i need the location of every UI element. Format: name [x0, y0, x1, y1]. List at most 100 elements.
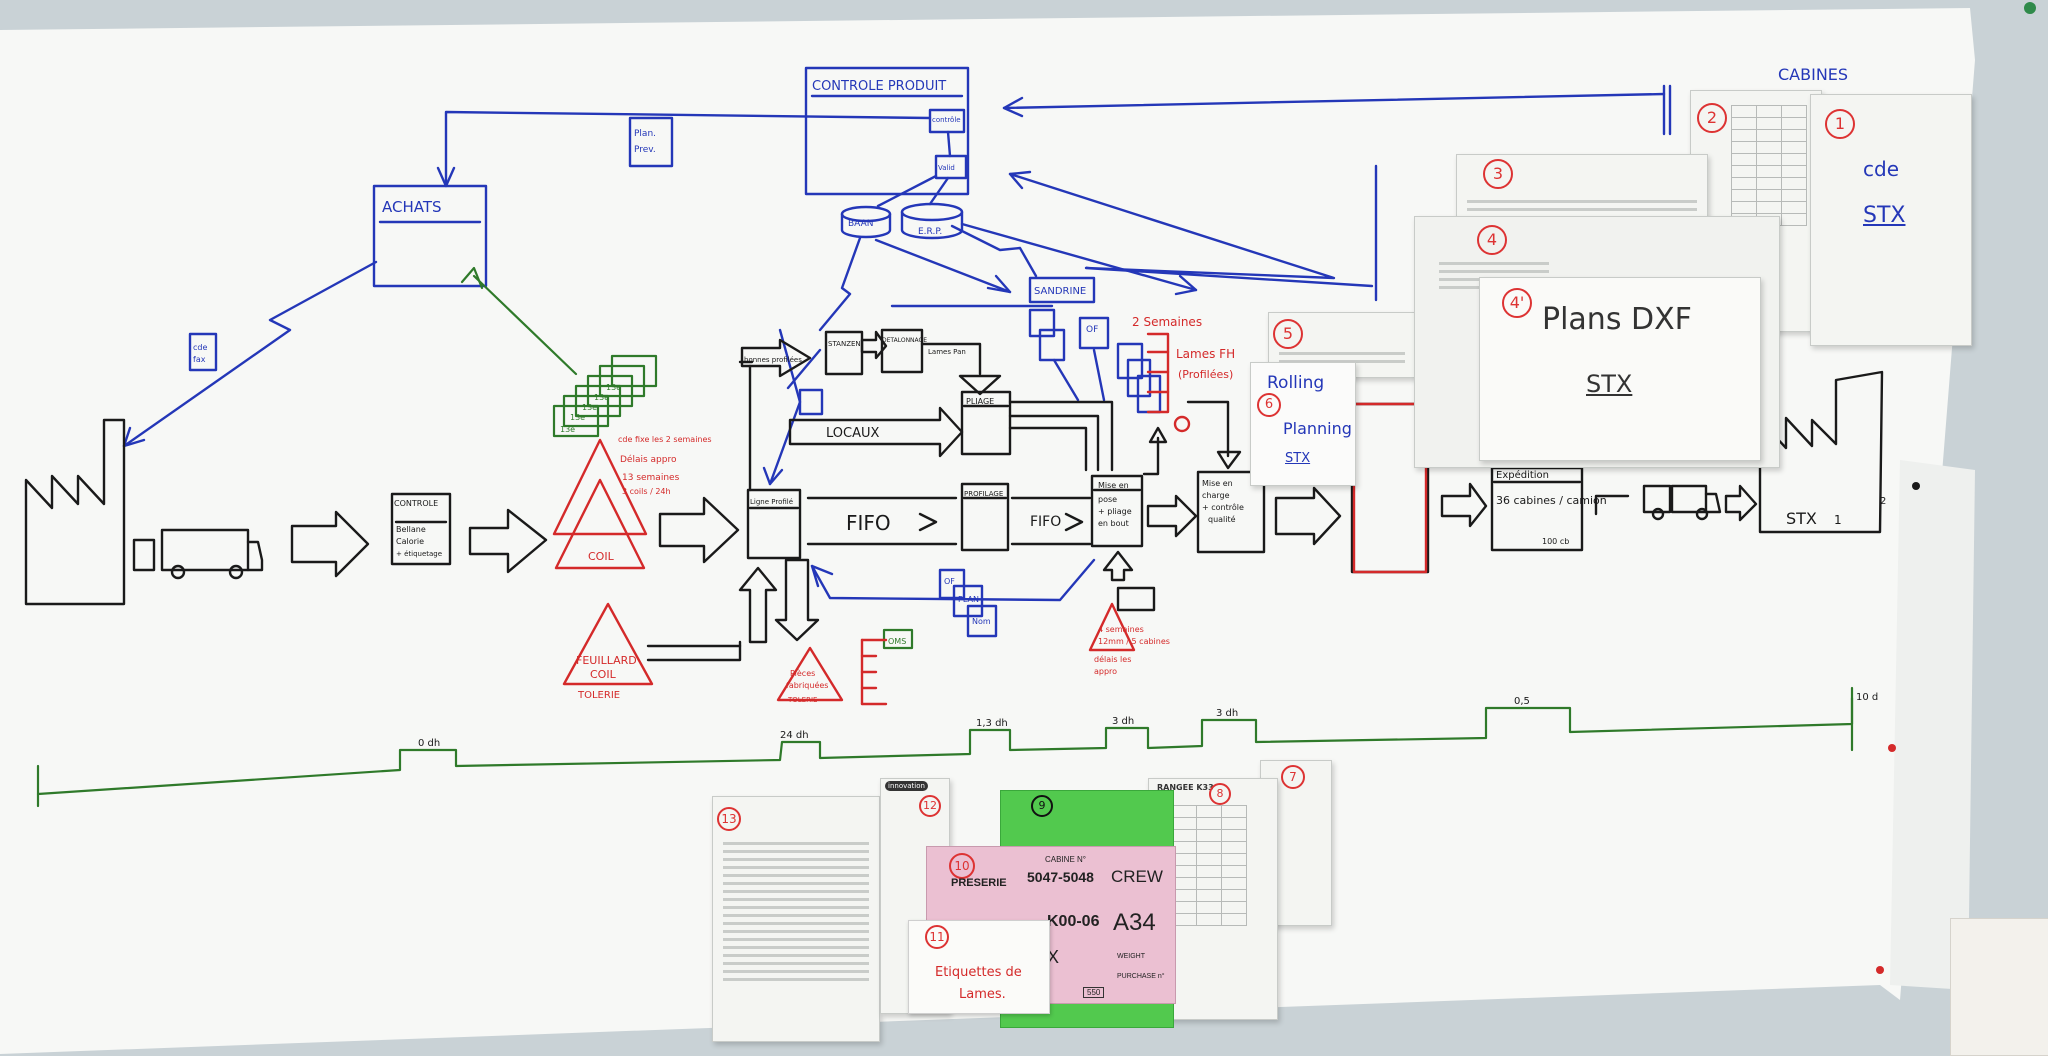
baan-label: BAAN: [848, 219, 873, 229]
label-550: 550: [1083, 987, 1105, 998]
document-11-etiquettes-note: 11 Etiquettes de Lames.: [908, 920, 1050, 1014]
lames-fh-label-2: (Profilées): [1178, 368, 1233, 381]
timeline-label-2: 24 dh: [780, 730, 809, 741]
stx-label: STX: [1786, 509, 1817, 528]
label-x: X: [1047, 947, 1060, 967]
coil-note-4: 3 coils / 24h: [622, 487, 671, 496]
stock-triangles: [552, 332, 1428, 706]
tolerie-label: TOLERIE: [577, 690, 620, 701]
doc-3-number: 3: [1483, 159, 1513, 189]
rangee-header: RANGEE K33: [1157, 783, 1214, 792]
mise-en-pose-line-4: en bout: [1098, 519, 1129, 528]
label-cabine-no: 5047-5048: [1027, 869, 1094, 885]
rolling-text: Rolling: [1267, 373, 1325, 393]
coil-inventory-triangle: [552, 438, 648, 536]
delais-note-1: 4 semaines: [1098, 625, 1144, 634]
ligne-profilage-box: [746, 488, 802, 560]
mise-en-pose-box: [1090, 474, 1144, 548]
mise-en-charge-line-3: + contrôle: [1202, 502, 1244, 512]
doc-1-number: 1: [1825, 109, 1855, 139]
lames-inventory-triangle: [1088, 602, 1136, 652]
doc-4-number: 4: [1477, 225, 1507, 255]
stack-label-1: 13e: [560, 425, 575, 434]
doc-6-number: 6: [1257, 393, 1281, 417]
etiquettes-text-2: Lames.: [959, 987, 1006, 1002]
factory-icon: [24, 418, 126, 606]
profilage-label: PROFILAGE: [964, 490, 1003, 498]
delais-note-3: délais les: [1094, 654, 1131, 664]
pans-label-2: PLAN: [958, 595, 979, 604]
label-purchase: PURCHASE n°: [1117, 973, 1165, 980]
timeline-label-3: 1,3 dh: [976, 718, 1008, 729]
plans-dxf-text: Plans DXF: [1542, 302, 1692, 337]
erp-label: E.R.P.: [918, 227, 942, 237]
pans-label-1: OF: [944, 577, 955, 586]
expedition-line-1: 36 cabines / camion: [1496, 494, 1607, 507]
stx-text: STX: [1863, 203, 1906, 228]
lames-pan-label: Lames Pan: [928, 348, 966, 356]
bonnes-profilees-label: bonnes profilées: [744, 356, 802, 364]
achats-label: ACHATS: [382, 198, 442, 216]
coil-label: COIL: [588, 550, 615, 563]
document-13-certificate: 13: [712, 796, 880, 1042]
fifo-label-2: FIFO: [1030, 514, 1061, 530]
shelf: [1950, 918, 2048, 1056]
achats-box: [372, 184, 488, 288]
document-4-plans: 4 4' Plans DXF STX: [1414, 216, 1780, 468]
controle-reception-line-2: Calorie: [396, 537, 424, 546]
timeline-label-1: 0 dh: [418, 738, 440, 749]
controle-reception-title: CONTROLE: [394, 499, 438, 508]
deux-semaines-label: 2 Semaines: [1132, 315, 1202, 329]
document-4b-plans-dxf: 4' Plans DXF STX: [1479, 277, 1761, 461]
planning-text: Planning: [1283, 419, 1352, 438]
document-6-rolling-planning: 6 Rolling Planning STX: [1250, 362, 1356, 486]
label-code: K00-06: [1047, 913, 1100, 930]
stack-label-5: 13e: [606, 383, 621, 392]
doc-5-number: 5: [1273, 319, 1303, 349]
mise-en-charge-line-1: Mise en: [1202, 479, 1233, 488]
pieces-label-2: fabriquées: [786, 680, 828, 690]
locaux-label: LOCAUX: [826, 426, 879, 441]
of-label: OF: [1086, 325, 1098, 335]
plan-prev-label-2: Prev.: [634, 145, 656, 155]
pieces-label-3: TOLERIE: [787, 696, 817, 704]
stack-label-4: 13e: [594, 393, 609, 402]
stanzen-label: STANZEN: [828, 340, 861, 348]
mise-en-pose-line-1: Mise en: [1098, 481, 1129, 490]
mise-en-pose-line-2: pose: [1098, 495, 1117, 504]
stack-label-2: 13e: [570, 413, 585, 422]
delais-note-4: appro: [1094, 667, 1117, 676]
etiquettes-text-1: Etiquettes de: [935, 965, 1022, 980]
cde-fax-label-2: fax: [193, 355, 206, 364]
cde-fax-label-1: cde: [193, 343, 207, 352]
controle-box-b-label: Valid: [938, 164, 955, 172]
timeline-label-4: 3 dh: [1112, 716, 1134, 727]
lead-time-ladder: [36, 686, 1854, 808]
controle-produit-box: [804, 66, 970, 196]
material-flow: [24, 328, 1884, 662]
label-cabine: CABINE N°: [1045, 855, 1086, 864]
plans-stx-text: STX: [1586, 370, 1633, 398]
pieces-label-1: Pièces: [790, 668, 815, 678]
stx-num-2-label: 2: [1880, 496, 1886, 507]
timeline-label-5: 3 dh: [1216, 708, 1238, 719]
plan-prev-label-1: Plan.: [634, 129, 656, 139]
cabines-label: CABINES: [1778, 65, 1848, 84]
coil-note-2: Délais appro: [620, 454, 677, 465]
expedition-line-2: 100 cb: [1542, 537, 1569, 546]
timeline-label-6: 0,5: [1514, 696, 1530, 707]
feuillard-inventory-triangle: [562, 602, 654, 686]
feuillard-label-2: COIL: [590, 668, 617, 681]
doc-9-number: 9: [1031, 795, 1053, 817]
controle-produit-label: CONTROLE PRODUIT: [812, 79, 946, 94]
ligne-profilage-label: Ligne Profilé: [750, 498, 793, 506]
label-preserie: PRESERIE: [951, 877, 1007, 889]
detalonnage-label: DETALONNAGE: [882, 337, 927, 344]
controle-reception-line-3: + étiquetage: [396, 550, 442, 558]
coil-note-1: cde fixe les 2 semaines: [618, 435, 712, 444]
expedition-title: Expédition: [1496, 469, 1549, 481]
crew-brand: innovation: [885, 781, 928, 791]
cde-text: cde: [1863, 157, 1899, 181]
stx-num-label: 1: [1834, 513, 1842, 527]
doc-10-number: 10: [949, 853, 975, 879]
